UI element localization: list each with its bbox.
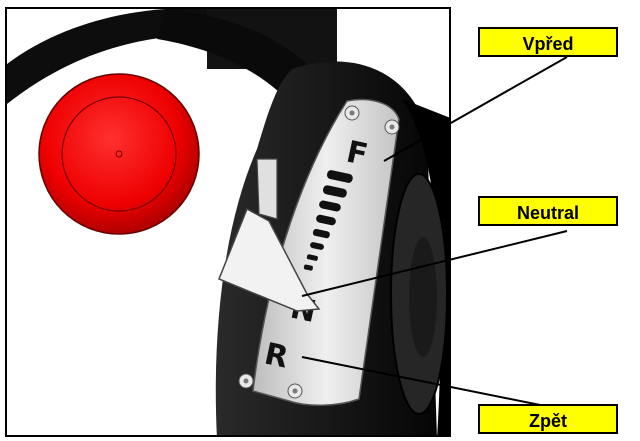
throttle-lever-drawing: F N R [7,9,451,437]
label-forward: Vpřed [478,27,618,57]
label-reverse: Zpět [478,404,618,434]
lever-illustration: F N R [5,7,451,437]
label-neutral: Neutral [478,196,618,226]
red-knob [39,74,199,234]
